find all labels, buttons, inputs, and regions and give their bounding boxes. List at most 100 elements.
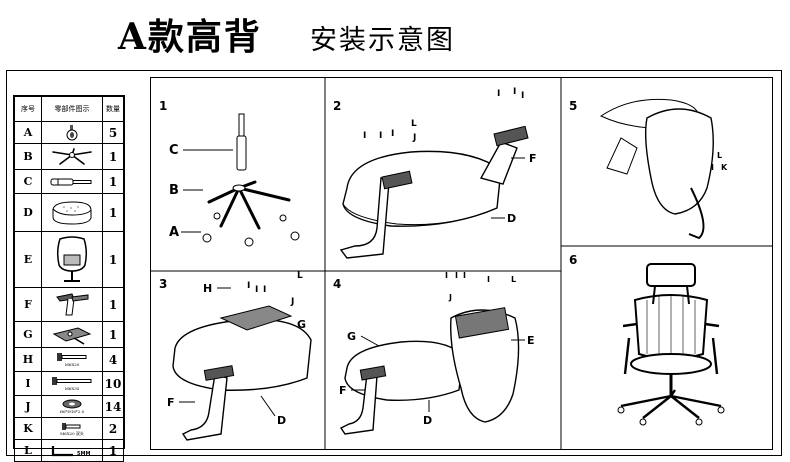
table-row: H M6X20 4 [14,347,124,372]
table-row: C 1 [14,169,124,194]
part-image [41,321,103,348]
label-l: L [717,151,722,160]
part-image: M6X20 双头 [41,417,103,440]
label-i: I [711,163,714,172]
part-caption: M6X35 [64,386,80,391]
seat-mechanism-icon [52,326,92,345]
parts-table-header: 序号 零部件图示 数量 [14,96,124,122]
table-row: G 1 [14,321,124,348]
label-f: F [529,152,537,165]
label-i: I [513,87,516,97]
backrest-icon [56,235,88,282]
caster-icon [66,124,78,140]
seat-cushion-icon [52,200,92,225]
step-number: 3 [159,277,167,291]
short-bolt-icon [62,422,81,430]
part-qty: 10 [102,371,124,396]
table-row: J Ø6*Ø16*2.0 14 [14,395,124,418]
label-i: I [363,131,366,141]
seat-drawing [172,318,312,391]
diagram-frame [6,70,782,456]
step-number: 5 [569,99,577,113]
part-id: C [14,169,42,194]
label-j: J [412,133,416,143]
header-quantity: 数量 [102,96,124,122]
casters-drawing [202,212,300,247]
table-row: F 1 [14,287,124,322]
step-number: 2 [333,99,341,113]
allen-key-icon: 5MM [51,445,90,457]
label-e: E [527,334,535,347]
part-id: B [14,143,42,170]
step-number: 6 [569,253,577,267]
part-qty: 1 [102,193,124,232]
label-j: J [290,297,294,307]
label-f: F [339,384,347,397]
part-id: A [14,121,42,144]
armrest-drawing [339,373,378,435]
part-id: G [14,321,42,348]
part-image [41,193,103,232]
part-id: J [14,395,42,418]
leader-line [360,335,380,347]
armrest-drawing [606,137,638,175]
armpad-drawing [203,365,235,381]
part-id: I [14,371,42,396]
part-qty: 1 [102,231,124,288]
bolt-icon [57,353,87,361]
table-row: E 1 [14,231,124,288]
part-qty: 1 [102,143,124,170]
table-row: L 5MM 1 [14,439,124,462]
label-d: D [423,414,432,427]
base-drawing [207,180,291,230]
part-id: H [14,347,42,372]
long-bolt-icon [52,377,92,385]
part-caption: M6X20 双头 [60,430,84,436]
part-caption: M6X20 [64,362,80,367]
label-b: B [169,183,179,198]
assembly-panels: 1 C B A 2 [150,77,773,450]
seat-edge [342,203,498,226]
armpad-drawing [493,125,529,147]
armrest-drawing [339,176,390,259]
label-d: D [507,212,516,225]
label-g: G [297,318,306,331]
leader-line [260,395,276,417]
part-id: F [14,287,42,322]
table-row: B 1 [14,143,124,170]
part-image [41,169,103,194]
assembled-chair-drawing [617,263,725,426]
page-title: A款高背 [118,16,262,58]
part-qty: 1 [102,439,124,462]
label-l: L [411,119,417,129]
part-qty: 1 [102,287,124,322]
label-i: I [463,271,466,280]
part-id: K [14,417,42,440]
armpad-drawing [381,170,413,190]
label-i: I [247,281,250,291]
gas-lift-drawing [236,113,247,171]
part-id: L [14,439,42,462]
label-i: I [255,285,258,295]
backrest-drawing [644,108,714,215]
label-c: C [169,143,179,158]
label-i: I [497,89,500,99]
part-caption: 5MM [77,451,90,457]
step-3-panel: 3 H I I I J L G F D [159,271,312,441]
label-i: I [445,271,448,280]
armpad-drawing [359,365,387,381]
label-i: I [391,129,394,139]
armrest-icon [56,292,89,315]
label-i: I [487,275,490,284]
label-i: I [379,131,382,141]
label-h: H [203,282,212,295]
part-qty: 1 [102,169,124,194]
part-qty: 5 [102,121,124,144]
label-a: A [169,225,179,240]
part-image: M6X20 [41,347,103,372]
label-i: I [521,91,524,101]
part-id: E [14,231,42,288]
label-l: L [511,275,516,284]
step-number: 1 [159,99,167,113]
part-image: 5MM [41,439,103,462]
